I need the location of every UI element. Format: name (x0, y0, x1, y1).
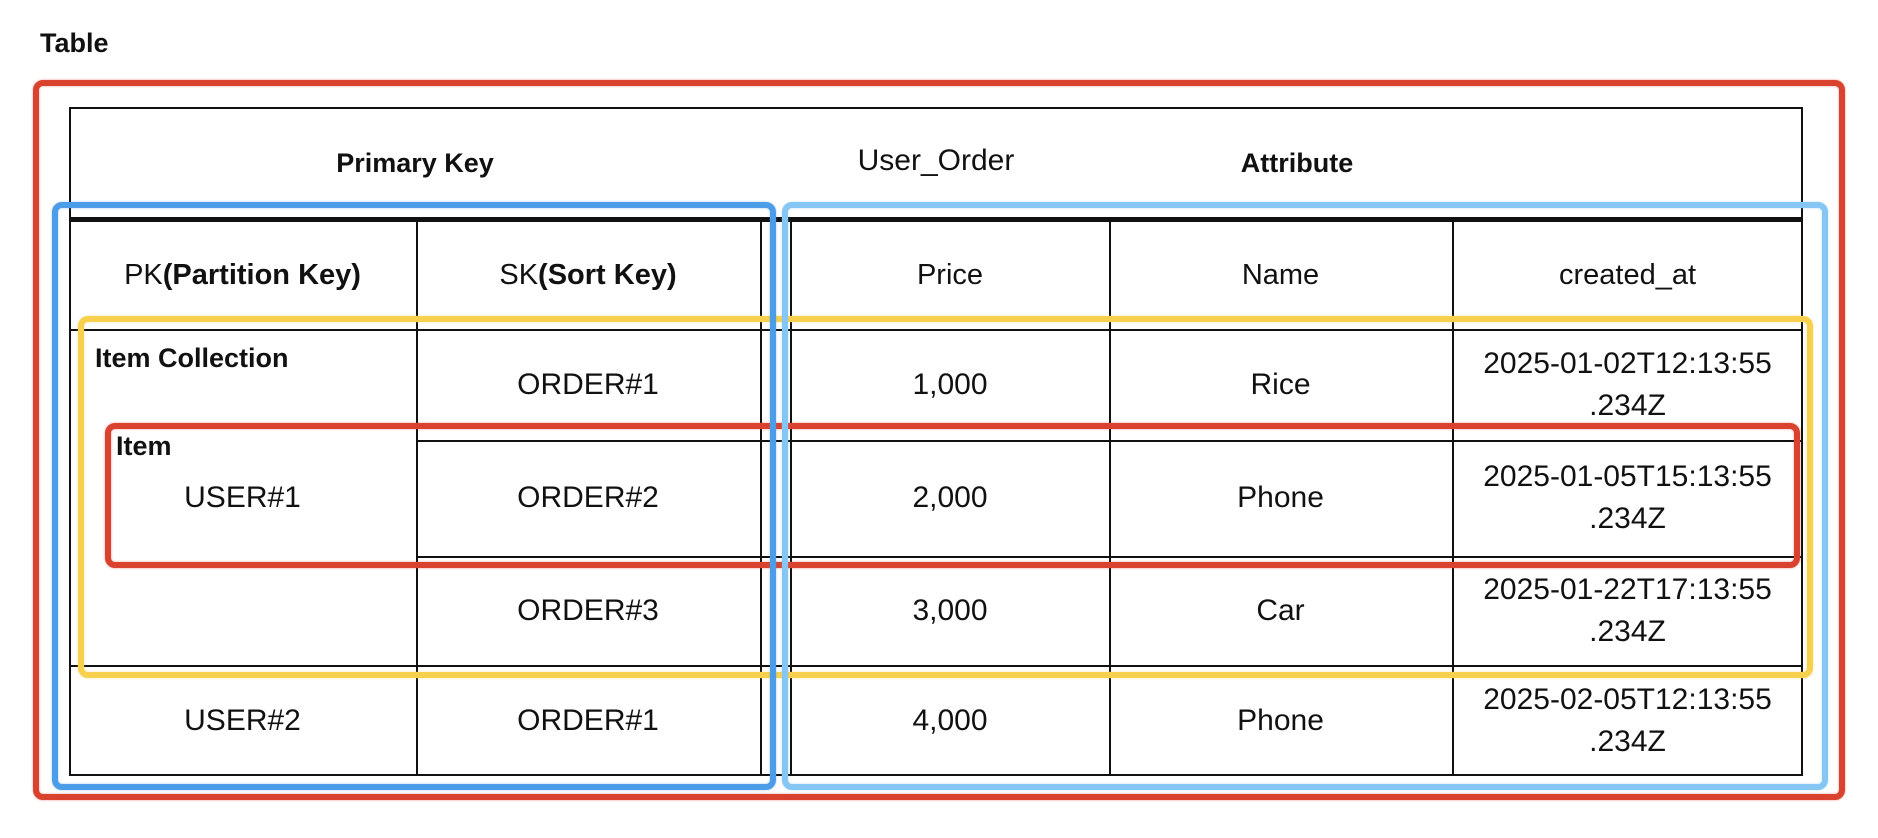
timestamp-line2: .234Z (1589, 502, 1666, 535)
column-line-sk-gap (760, 220, 762, 776)
column-header-created-at: created_at (1558, 259, 1697, 291)
column-line-name-created (1452, 220, 1454, 776)
column-header-name: Name (1241, 259, 1320, 291)
column-header-price: Price (916, 259, 984, 291)
timestamp-line2: .234Z (1589, 724, 1666, 758)
cell-created-row4: 2025-02-05T12:13:55 .234Z (1452, 665, 1803, 776)
primary-key-box (52, 202, 776, 790)
column-line-pk-sk (416, 220, 418, 776)
row-line-1 (416, 440, 1803, 442)
group-header-attribute: Attribute (1240, 147, 1354, 178)
timestamp-line2: .234Z (1589, 389, 1666, 422)
pk-suffix: (Partition Key) (162, 259, 361, 291)
cell-name-row4: Phone (1237, 703, 1324, 737)
cell-name-row3: Car (1256, 593, 1305, 627)
timestamp-line1: 2025-01-05T15:13:55 (1483, 460, 1772, 493)
group-header-primary-key: Primary Key (336, 147, 494, 178)
timestamp-line1: 2025-01-22T17:13:55 (1483, 572, 1772, 606)
timestamp-line2: .234Z (1589, 614, 1666, 648)
cell-name-row2: Phone (1237, 481, 1324, 514)
header-separator-line (69, 217, 1803, 222)
sk-suffix: (Sort Key) (538, 259, 677, 291)
row-line-header-bottom (69, 329, 1803, 331)
attribute-box (782, 202, 1828, 790)
row-line-2 (416, 556, 1803, 558)
item-collection-box (78, 316, 1813, 678)
row-line-3 (69, 665, 1803, 667)
cell-price-row3: 3,000 (912, 593, 988, 627)
cell-pk-row4: USER#2 (184, 703, 301, 737)
cell-created-row3: 2025-01-22T17:13:55 .234Z (1452, 556, 1803, 665)
item-label: Item (116, 431, 172, 461)
column-line-gap-price (790, 220, 792, 776)
cell-created-row2: 2025-01-05T15:13:55 .234Z (1452, 440, 1803, 556)
cell-price-row2: 2,000 (912, 481, 988, 514)
column-header-pk: PK(Partition Key) (69, 222, 416, 329)
sk-prefix: SK (499, 259, 539, 291)
item-box (105, 423, 1800, 568)
cell-sk-row4: ORDER#1 (517, 703, 659, 737)
cell-sk-row1: ORDER#1 (517, 368, 659, 401)
cell-pk-merged-user1: USER#1 (184, 480, 301, 514)
table-outer-box (33, 80, 1845, 800)
cell-created-row1: 2025-01-02T12:13:55 .234Z (1452, 330, 1803, 440)
cell-sk-row2: ORDER#2 (517, 481, 659, 514)
cell-price-row4: 4,000 (912, 703, 988, 737)
cell-price-row1: 1,000 (912, 368, 988, 401)
column-line-price-name (1109, 220, 1111, 776)
cell-sk-row3: ORDER#3 (517, 593, 659, 627)
column-header-sk: SK(Sort Key) (416, 222, 760, 329)
item-collection-label: Item Collection (95, 343, 289, 373)
table-name-label: User_Order (857, 144, 1015, 177)
timestamp-line1: 2025-02-05T12:13:55 (1483, 682, 1772, 716)
pk-prefix: PK (124, 259, 163, 291)
cell-name-row1: Rice (1250, 368, 1311, 401)
timestamp-line1: 2025-01-02T12:13:55 (1483, 347, 1772, 380)
diagram-title: Table (40, 28, 109, 58)
